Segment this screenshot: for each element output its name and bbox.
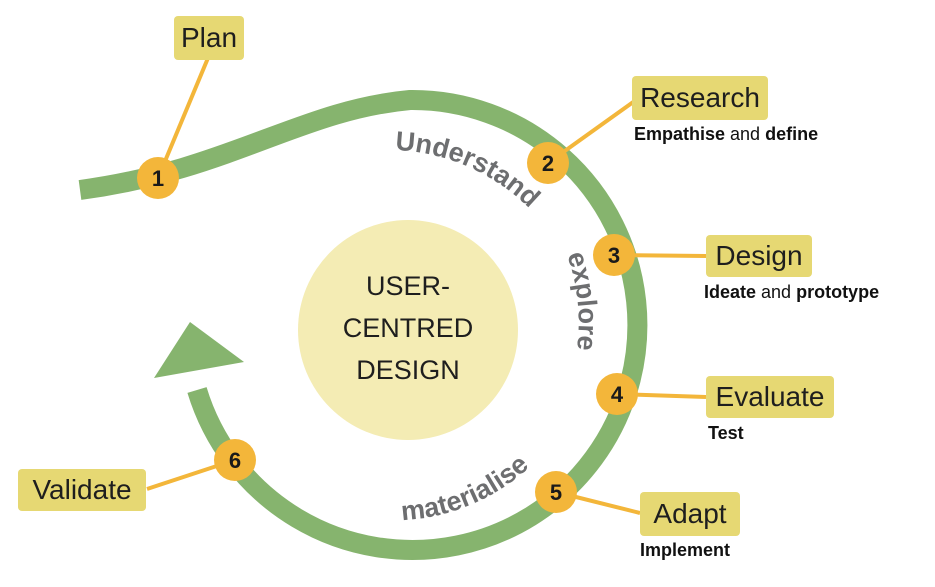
- caption-adapt: Implement: [640, 540, 730, 561]
- stage-node-3: 3: [593, 234, 635, 276]
- caption-adapt-a: Implement: [640, 540, 731, 560]
- stage-node-2: 2: [527, 142, 569, 184]
- connector-1: [156, 57, 210, 179]
- caption-design-a: Ideate: [704, 282, 757, 302]
- return-arrowhead: [154, 322, 244, 378]
- stage-label-adapt: Adapt: [640, 492, 740, 536]
- stage-number-6: 6: [229, 448, 241, 473]
- center-title-line-3: DESIGN: [356, 355, 460, 385]
- caption-research-c: define: [765, 124, 819, 144]
- stage-node-6: 6: [214, 439, 256, 481]
- stage-label-evaluate: Evaluate: [706, 376, 834, 418]
- process-track: [78, 89, 648, 560]
- stage-node-5: 5: [535, 471, 577, 513]
- caption-research: Empathise and define: [634, 124, 818, 145]
- caption-evaluate: Test: [708, 423, 744, 444]
- stage-number-3: 3: [608, 243, 620, 268]
- stage-label-research: Research: [632, 76, 768, 120]
- caption-design-b: and: [756, 282, 797, 302]
- center-circle: [298, 220, 518, 440]
- stage-label-validate: Validate: [18, 469, 146, 511]
- stage-node-1: 1: [137, 157, 179, 199]
- stage-node-4: 4: [596, 373, 638, 415]
- stage-label-design: Design: [706, 235, 812, 277]
- center-title-line-2: CENTRED: [343, 313, 474, 343]
- caption-design-c: prototype: [796, 282, 880, 302]
- center-title-line-1: USER-: [366, 271, 450, 301]
- stage-label-plan: Plan: [174, 16, 244, 60]
- caption-evaluate-a: Test: [708, 423, 744, 443]
- caption-research-b: and: [725, 124, 766, 144]
- caption-research-a: Empathise: [634, 124, 726, 144]
- stage-number-5: 5: [550, 480, 562, 505]
- stage-number-4: 4: [611, 382, 624, 407]
- stage-number-2: 2: [542, 151, 554, 176]
- stage-number-1: 1: [152, 166, 164, 191]
- caption-design: Ideate and prototype: [704, 282, 879, 303]
